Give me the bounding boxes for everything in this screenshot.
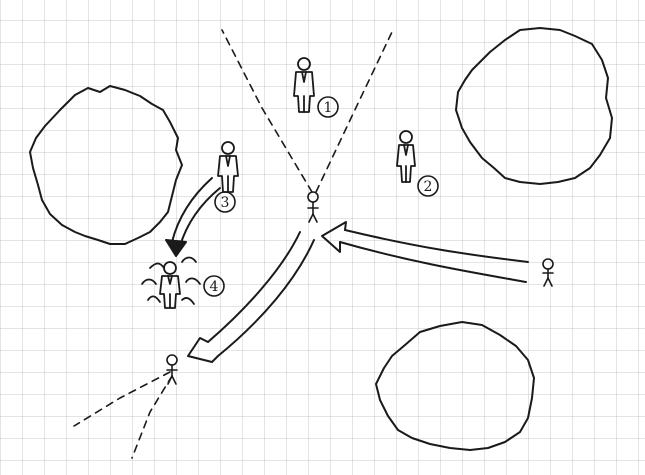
label-one: 1: [324, 100, 333, 116]
obstacle-left: [29, 85, 183, 245]
person-one: [293, 57, 315, 113]
arrow-right-to-center: [321, 221, 529, 283]
label-three: 3: [221, 195, 230, 211]
arrow-three-to-four: [165, 177, 221, 257]
vision-cone-bottom-left: [73, 371, 171, 427]
label-circle-three: [214, 191, 236, 213]
label-circle-two: [417, 175, 439, 197]
vision-cone-top-left: [221, 29, 313, 193]
obstacle-bottom-right: [375, 321, 535, 451]
label-circle-one: [317, 96, 339, 118]
label-four: 4: [210, 279, 219, 295]
person-center: [307, 191, 319, 223]
label-two: 2: [424, 179, 433, 195]
person-bottom-left: [166, 354, 178, 385]
person-two: [396, 130, 416, 183]
vision-cone-top-right: [315, 31, 393, 193]
person-four: [141, 256, 201, 309]
label-circle-four: [203, 275, 225, 297]
arrow-center-to-bottom-left: [187, 231, 315, 363]
vision-cone-bottom-down: [131, 375, 173, 459]
person-three: [217, 141, 239, 193]
person-right: [542, 258, 554, 287]
obstacle-top-right: [455, 27, 613, 185]
